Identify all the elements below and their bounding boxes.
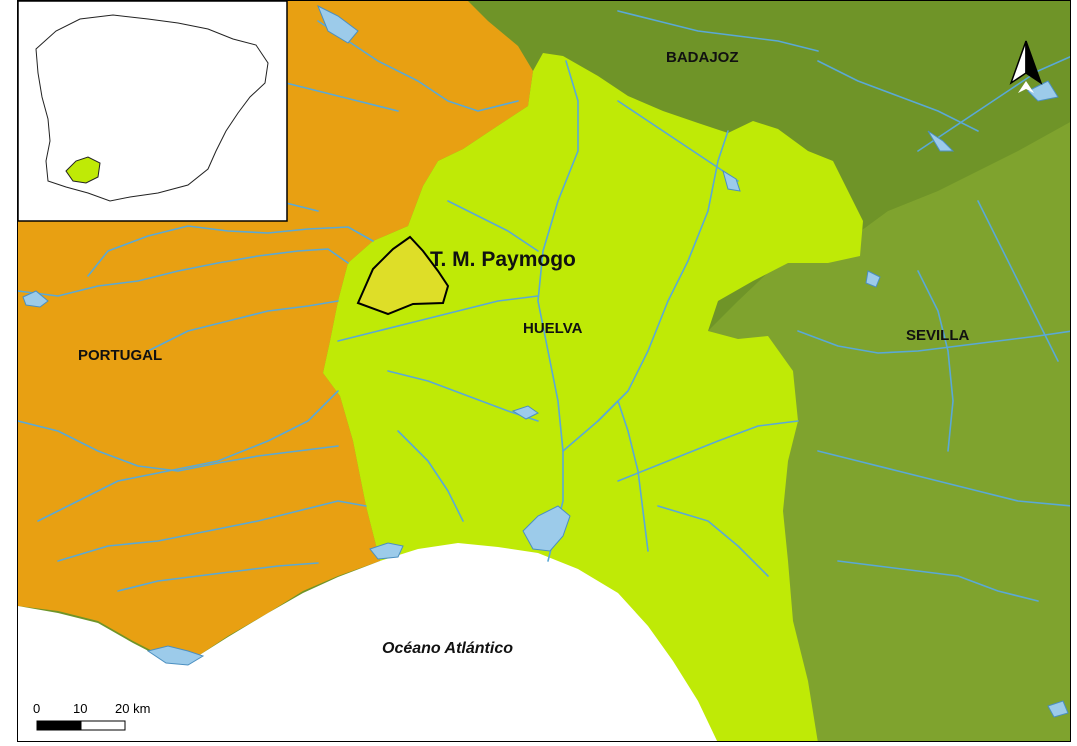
label-portugal: PORTUGAL <box>78 347 162 364</box>
map-canvas: BADAJOZ PORTUGAL HUELVA SEVILLA T. M. Pa… <box>18 1 1070 741</box>
label-badajoz: BADAJOZ <box>666 49 739 66</box>
label-ocean: Océano Atlántico <box>382 640 513 657</box>
atlantic-ocean <box>18 543 718 741</box>
scale-segment-1 <box>36 720 82 731</box>
north-arrow-icon <box>1009 40 1043 93</box>
iberian-peninsula-outline <box>35 14 269 202</box>
river-network <box>18 10 1070 602</box>
paymogo-municipality <box>356 235 450 316</box>
huelva-region <box>323 53 863 741</box>
label-paymogo: T. M. Paymogo <box>430 248 576 271</box>
map-frame: BADAJOZ PORTUGAL HUELVA SEVILLA T. M. Pa… <box>17 0 1071 742</box>
scale-tick-10: 10 <box>73 701 87 716</box>
sevilla-region <box>708 122 1070 741</box>
scale-tick-20: 20 km <box>115 701 150 716</box>
inset-map <box>18 1 288 222</box>
scale-segment-2 <box>80 720 126 731</box>
inset-huelva-highlight <box>65 156 101 184</box>
scale-tick-0: 0 <box>33 701 40 716</box>
scale-bar: 0 10 20 km <box>33 701 150 731</box>
water-bodies <box>22 4 1069 718</box>
label-sevilla: SEVILLA <box>906 327 970 344</box>
label-huelva: HUELVA <box>523 320 583 337</box>
